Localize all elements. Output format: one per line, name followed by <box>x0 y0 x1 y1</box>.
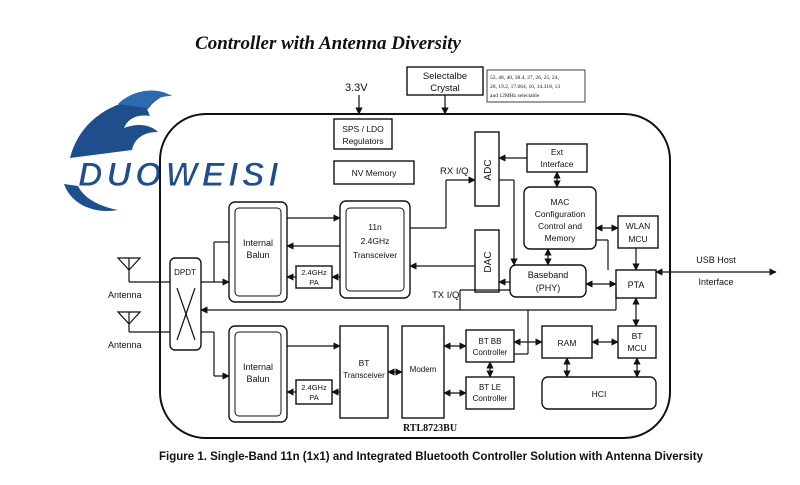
dpdt-switch-block <box>169 257 202 351</box>
bt-le-label-1: BT LE <box>479 383 501 392</box>
bt-bb-label-1: BT BB <box>479 337 502 346</box>
mac-label-4: Memory <box>545 233 576 243</box>
mac-label-3: Control and <box>538 221 582 231</box>
bt-bb-controller-block <box>465 329 515 363</box>
wifi-transceiver-label-1: 11n <box>368 222 382 232</box>
wlan-mcu-label-1: WLAN <box>626 221 651 231</box>
signal-lines <box>200 154 641 397</box>
crystal-note-1: 52, 48, 40, 38.4, 27, 26, 25, 24, <box>490 75 559 81</box>
usb-host-label-2: Interface <box>698 277 733 287</box>
balun-bottom-label-2: Balun <box>246 374 269 384</box>
pa-bottom-block <box>295 379 333 405</box>
balun-top-inner <box>234 207 282 297</box>
antenna-bottom-icon <box>116 311 170 333</box>
nv-memory-block <box>333 160 415 185</box>
wlan-mcu-block <box>617 215 659 249</box>
sps-ldo-label-1: SPS / LDO <box>342 124 384 134</box>
antenna-bottom-label: Antenna <box>108 340 142 350</box>
antenna-top-icon <box>116 257 170 283</box>
balun-bottom-inner <box>234 331 282 417</box>
mac-label-1: MAC <box>551 197 570 207</box>
mac-label-2: Configuration <box>535 209 586 219</box>
duoweisi-logo: DUOWEISI <box>64 90 280 211</box>
modem-block <box>401 325 445 419</box>
bt-mcu-label-2: MCU <box>627 343 646 353</box>
chip-label: RTL8723BU <box>403 423 457 434</box>
ext-interface-label-2: Interface <box>540 159 573 169</box>
baseband-label-1: Baseband <box>528 270 569 280</box>
crystal-label-1: Selectalbe <box>423 71 467 82</box>
ext-interface-block <box>526 143 588 173</box>
sps-ldo-label-2: Regulators <box>342 136 383 146</box>
bt-mcu-block <box>617 325 657 359</box>
dpdt-label: DPDT <box>174 268 196 277</box>
antenna-top-label: Antenna <box>108 290 142 300</box>
figure-caption: Figure 1. Single-Band 11n (1x1) and Inte… <box>159 451 704 463</box>
wifi-transceiver-label-3: Transceiver <box>353 250 397 260</box>
bt-transceiver-block <box>339 325 389 419</box>
modem-label: Modem <box>410 365 437 374</box>
wifi-transceiver-label-2: 2.4GHz <box>361 236 390 246</box>
nv-memory-label: NV Memory <box>352 168 398 178</box>
dac-label: DAC <box>483 251 494 272</box>
sps-ldo-block <box>333 118 393 150</box>
adc-block <box>474 131 500 207</box>
pta-label: PTA <box>628 280 645 290</box>
diagram-title: Controller with Antenna Diversity <box>195 33 461 54</box>
bt-transceiver-label-2: Transceiver <box>343 371 385 380</box>
baseband-label-2: (PHY) <box>536 283 561 293</box>
pa-bottom-label-2: PA <box>309 393 318 402</box>
wifi-transceiver-block <box>339 200 411 299</box>
rx-iq-label: RX I/Q <box>440 166 469 177</box>
logo-text: DUOWEISI <box>78 156 280 194</box>
balun-top-label-2: Balun <box>246 250 269 260</box>
voltage-label: 3.3V <box>345 82 368 94</box>
balun-top-label-1: Internal <box>243 238 273 248</box>
pa-top-label-1: 2.4GHz <box>301 268 327 277</box>
adc-label: ADC <box>483 159 494 180</box>
ram-label: RAM <box>558 338 577 348</box>
crystal-block <box>406 66 484 96</box>
tx-iq-label: TX I/Q <box>432 290 459 301</box>
crystal-label-2: Crystal <box>430 83 460 94</box>
balun-top-block <box>228 201 288 303</box>
eagle-head-icon <box>64 90 172 211</box>
pa-top-label-2: PA <box>309 278 318 287</box>
bt-transceiver-label-1: BT <box>359 358 370 368</box>
balun-bottom-label-1: Internal <box>243 362 273 372</box>
pa-bottom-label-1: 2.4GHz <box>301 383 327 392</box>
wlan-mcu-label-2: MCU <box>628 234 647 244</box>
hci-block <box>541 376 657 410</box>
chip-outline <box>159 113 671 439</box>
bt-bb-label-2: Controller <box>473 348 508 357</box>
crystal-note-3: and 12MHz selectable <box>490 93 540 99</box>
crystal-note-box <box>486 69 586 103</box>
bt-mcu-label-1: BT <box>632 331 643 341</box>
hci-label: HCI <box>592 389 607 399</box>
dac-block <box>474 229 500 293</box>
ext-interface-label-1: Ext <box>551 147 564 157</box>
bt-le-controller-block <box>465 376 515 410</box>
usb-host-label-1: USB Host <box>696 255 736 265</box>
wifi-transceiver-inner <box>345 207 405 292</box>
bt-le-label-2: Controller <box>473 394 508 403</box>
crystal-note-2: 20, 19.2, 17.664, 16, 14.318, 13 <box>490 84 560 90</box>
